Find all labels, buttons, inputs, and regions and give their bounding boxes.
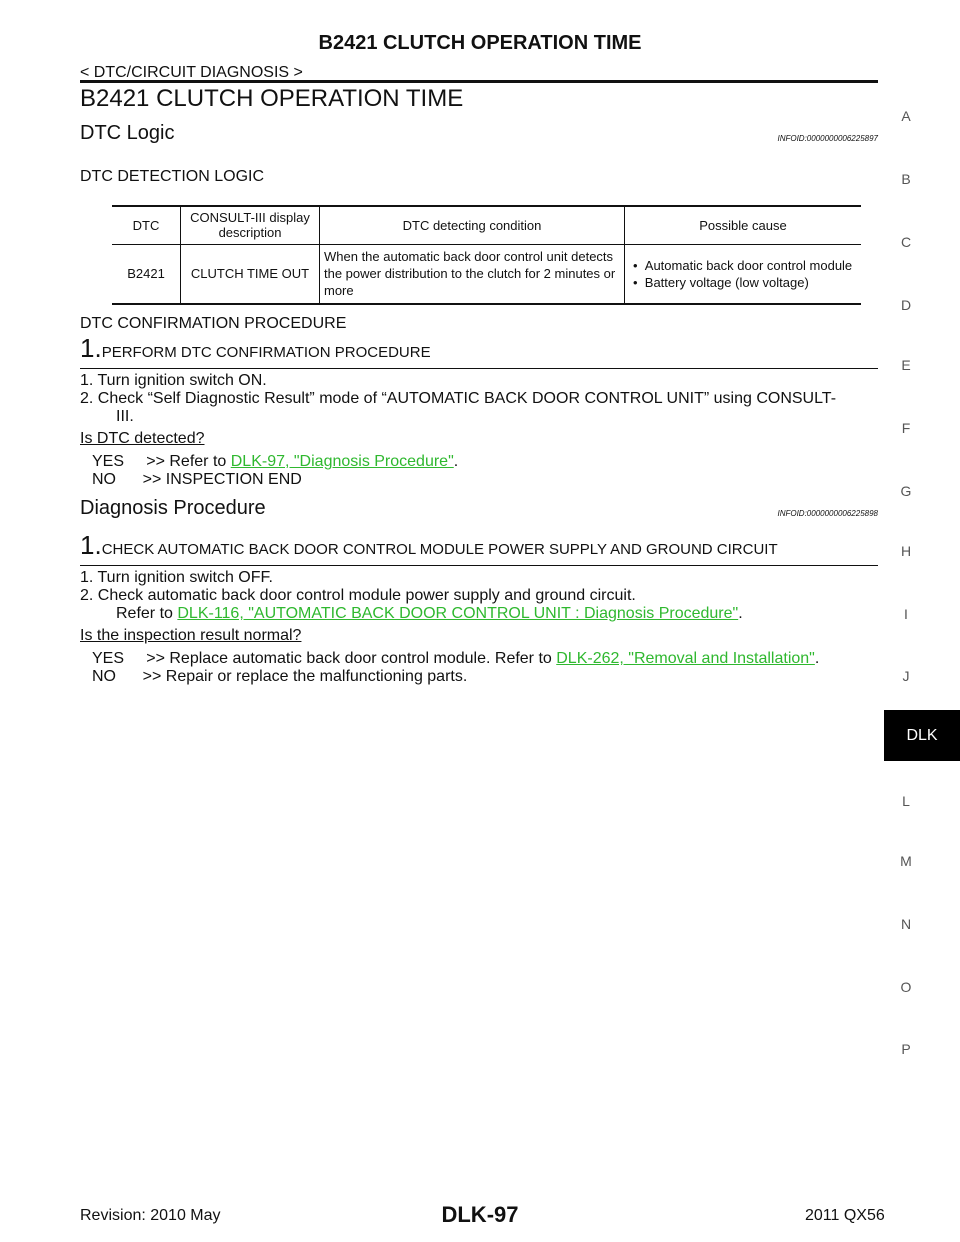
procedure-line: 2. Check automatic back door control mod…	[80, 587, 636, 604]
side-tab-dlk-active[interactable]: DLK	[884, 710, 960, 761]
table-row: B2421 CLUTCH TIME OUT When the automatic…	[112, 244, 861, 304]
refer-suffix: .	[738, 605, 743, 622]
side-tab-d[interactable]: D	[900, 297, 912, 313]
table-header-row: DTC CONSULT-III display description DTC …	[112, 206, 861, 244]
cause-text: Automatic back door control module	[644, 257, 853, 273]
diagnosis-infoid: INFOID:0000000006225898	[777, 509, 878, 518]
footer-model: 2011 QX56	[805, 1207, 885, 1224]
cell-causes: • Automatic back door control module • B…	[624, 244, 861, 304]
no-answer: NO >> INSPECTION END	[92, 471, 302, 488]
yes-answer: YES >> Replace automatic back door contr…	[92, 650, 819, 668]
procedure-line: 2. Check “Self Diagnostic Result” mode o…	[80, 390, 837, 407]
no-answer: NO >> Repair or replace the malfunctioni…	[92, 668, 468, 685]
table-header-condition: DTC detecting condition	[319, 206, 625, 244]
side-tab-b[interactable]: B	[901, 171, 911, 187]
procedure-line: 1. Turn ignition switch ON.	[80, 372, 267, 389]
section-title: B2421 CLUTCH OPERATION TIME	[80, 85, 464, 112]
dtc-logic-heading: DTC Logic	[80, 122, 175, 144]
dtc-detection-caption: DTC DETECTION LOGIC	[80, 168, 265, 185]
removal-installation-link[interactable]: DLK-262, "Removal and Installation"	[556, 650, 815, 667]
step-heading: 1.PERFORM DTC CONFIRMATION PROCEDURE	[80, 333, 431, 364]
diagnosis-heading: Diagnosis Procedure	[80, 497, 266, 519]
table-header-display: CONSULT-III display description	[180, 206, 320, 244]
side-tab-o[interactable]: O	[900, 979, 912, 995]
yes-prefix: YES >> Refer to	[92, 453, 231, 470]
yes-prefix: YES >> Replace automatic back door contr…	[92, 650, 557, 667]
dtc-logic-infoid: INFOID:0000000006225897	[777, 134, 878, 143]
breadcrumb: < DTC/CIRCUIT DIAGNOSIS >	[80, 64, 303, 81]
dtc-confirmation-caption: DTC CONFIRMATION PROCEDURE	[80, 315, 347, 332]
yes-suffix: .	[453, 453, 459, 470]
yes-suffix: .	[814, 650, 820, 667]
side-tab-m[interactable]: M	[900, 853, 912, 869]
page-header-title: B2421 CLUTCH OPERATION TIME	[318, 32, 642, 54]
cell-condition: When the automatic back door control uni…	[319, 244, 625, 304]
cause-text: Battery voltage (low voltage)	[644, 274, 809, 290]
step-heading: 1.CHECK AUTOMATIC BACK DOOR CONTROL MODU…	[80, 530, 778, 561]
refer-prefix: Refer to	[116, 605, 178, 622]
side-tab-j[interactable]: J	[902, 668, 910, 684]
question-text: Is DTC detected?	[80, 430, 205, 447]
side-tab-c[interactable]: C	[900, 234, 912, 250]
list-item: • Battery voltage (low voltage)	[633, 274, 809, 290]
side-tab-e[interactable]: E	[901, 357, 911, 373]
side-tab-a[interactable]: A	[901, 108, 911, 124]
step-title: CHECK AUTOMATIC BACK DOOR CONTROL MODULE…	[101, 541, 778, 558]
procedure-line: III.	[116, 408, 134, 425]
step-divider	[80, 368, 878, 369]
header-divider	[80, 80, 878, 83]
dtc-table: DTC CONSULT-III display description DTC …	[112, 205, 861, 305]
side-tab-p[interactable]: P	[901, 1041, 911, 1057]
cell-dtc: B2421	[127, 266, 165, 282]
step-title: PERFORM DTC CONFIRMATION PROCEDURE	[101, 344, 431, 361]
side-tab-g[interactable]: G	[900, 483, 912, 499]
side-tab-l[interactable]: L	[902, 793, 910, 809]
footer-revision: Revision: 2010 May	[80, 1207, 221, 1224]
procedure-line: 1. Turn ignition switch OFF.	[80, 569, 273, 586]
cell-display: CLUTCH TIME OUT	[180, 244, 320, 304]
cause-list: • Automatic back door control module • B…	[629, 257, 857, 291]
step-number: 1.	[80, 530, 102, 560]
side-tab-h[interactable]: H	[900, 543, 912, 559]
side-tab-i[interactable]: I	[904, 606, 908, 622]
step-number: 1.	[80, 333, 102, 363]
table-header-dtc: DTC	[132, 217, 160, 233]
procedure-line: Refer to DLK-116, "AUTOMATIC BACK DOOR C…	[116, 605, 743, 623]
side-tab-f[interactable]: F	[901, 420, 911, 436]
yes-answer: YES >> Refer to DLK-97, "Diagnosis Proce…	[92, 453, 458, 471]
question-text: Is the inspection result normal?	[80, 627, 302, 644]
table-header-cause: Possible cause	[624, 206, 861, 244]
diagnosis-procedure-link[interactable]: DLK-97, "Diagnosis Procedure"	[230, 453, 454, 470]
list-item: • Automatic back door control module	[633, 257, 853, 273]
side-tab-n[interactable]: N	[900, 916, 912, 932]
back-door-control-unit-link[interactable]: DLK-116, "AUTOMATIC BACK DOOR CONTROL UN…	[177, 605, 739, 622]
step-divider	[80, 565, 878, 566]
footer-page-number: DLK-97	[441, 1202, 519, 1227]
